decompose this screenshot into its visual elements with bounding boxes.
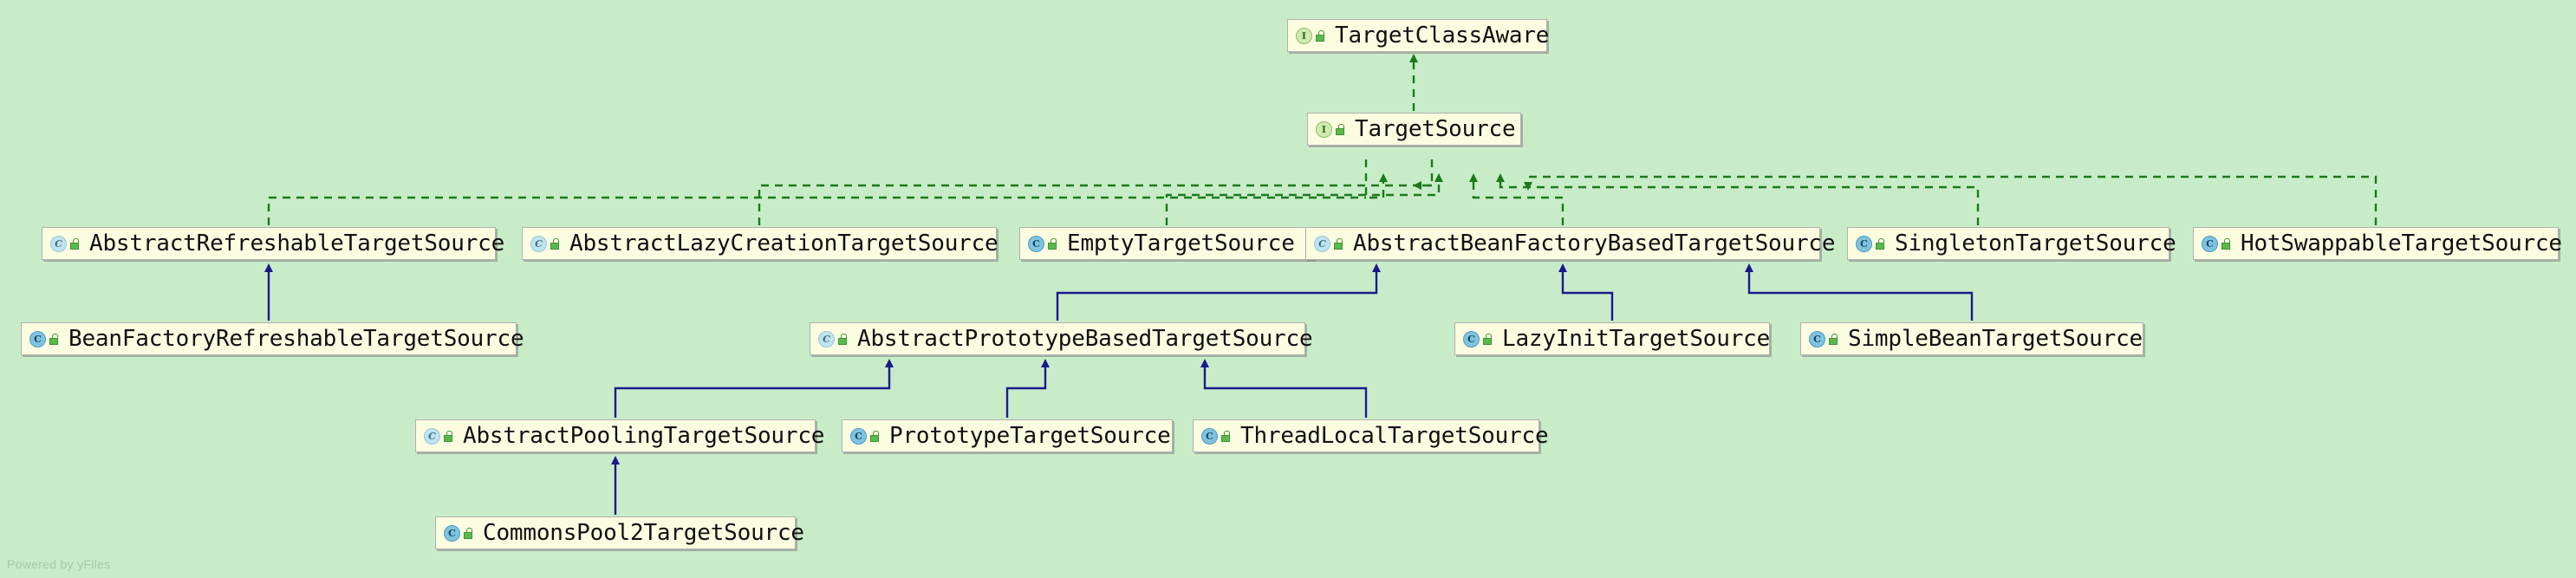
unlocked-public-icon	[869, 430, 880, 442]
class-type-icon-group: C	[1463, 330, 1493, 347]
class-type-icon-group: C	[444, 524, 473, 542]
uml-node-ThreadLocalTargetSource[interactable]: C ThreadLocalTargetSource	[1193, 419, 1549, 452]
uml-node-label: SimpleBeanTargetSource	[1848, 326, 2143, 352]
class-type-icon-group: C	[50, 235, 80, 252]
unlocked-public-icon	[1047, 237, 1057, 250]
unlocked-public-icon	[2221, 237, 2231, 250]
uml-node-TargetSource[interactable]: I TargetSource	[1307, 113, 1521, 146]
class-icon: C	[1028, 235, 1044, 252]
unlocked-public-icon	[837, 333, 848, 345]
class-type-icon-group: C	[1028, 235, 1057, 252]
edge-hotswappable-to-targetsource	[1524, 175, 2378, 225]
uml-node-label: LazyInitTargetSource	[1502, 326, 1771, 352]
unlocked-public-icon	[49, 333, 59, 345]
yfiles-watermark: Powered by yFiles	[7, 557, 111, 571]
class-icon: C	[1314, 235, 1330, 252]
edge-abstractbeanfactorybased-to-targetsource	[1469, 173, 1564, 225]
uml-node-label: BeanFactoryRefreshableTargetSource	[68, 326, 524, 352]
edge-prototype-to-abstractprototypebased	[1005, 359, 1050, 418]
class-icon: C	[444, 524, 460, 542]
uml-node-AbstractPoolingTargetSource[interactable]: C AbstractPoolingTargetSource	[415, 419, 824, 452]
uml-node-SingletonTargetSource[interactable]: C SingletonTargetSource	[1847, 227, 2176, 260]
uml-node-label: ThreadLocalTargetSource	[1240, 423, 1549, 449]
uml-node-label: TargetClassAware	[1335, 23, 1550, 49]
uml-node-label: AbstractLazyCreationTargetSource	[569, 231, 999, 257]
uml-node-HotSwappableTargetSource[interactable]: C HotSwappableTargetSource	[2193, 227, 2562, 260]
uml-node-AbstractRefreshableTargetSource[interactable]: C AbstractRefreshableTargetSource	[42, 227, 504, 260]
uml-node-label: AbstractPrototypeBasedTargetSource	[857, 326, 1313, 352]
uml-node-BeanFactoryRefreshableTargetSource[interactable]: C BeanFactoryRefreshableTargetSource	[21, 322, 524, 355]
uml-node-PrototypeTargetSource[interactable]: C PrototypeTargetSource	[842, 419, 1173, 452]
uml-node-label: EmptyTargetSource	[1067, 231, 1295, 257]
unlocked-public-icon	[443, 430, 453, 442]
uml-node-LazyInitTargetSource[interactable]: C LazyInitTargetSource	[1454, 322, 1770, 355]
unlocked-public-icon	[1335, 123, 1345, 135]
edge-abstractrefreshable-to-targetsource	[1364, 159, 1388, 199]
uml-node-label: TargetSource	[1355, 116, 1516, 142]
class-icon: C	[818, 330, 835, 347]
class-icon: C	[1809, 330, 1825, 347]
realization-edge-stubs	[267, 184, 1432, 225]
class-icon: C	[29, 330, 46, 347]
uml-node-label: PrototypeTargetSource	[889, 423, 1171, 449]
unlocked-public-icon	[1875, 237, 1885, 250]
uml-node-label: AbstractBeanFactoryBasedTargetSource	[1353, 231, 1836, 257]
class-type-icon-group: C	[1314, 235, 1343, 252]
class-type-icon-group: C	[29, 330, 59, 347]
interface-type-icon-group: I	[1296, 27, 1325, 44]
class-type-icon-group: C	[2202, 235, 2231, 252]
class-icon: C	[2202, 235, 2218, 252]
edge-threadlocal-to-abstractprototypebased	[1200, 359, 1368, 418]
unlocked-public-icon	[69, 237, 80, 250]
unlocked-public-icon	[1482, 333, 1493, 345]
class-icon: C	[1201, 427, 1218, 445]
uml-node-label: AbstractPoolingTargetSource	[463, 423, 825, 449]
unlocked-public-icon	[1828, 333, 1838, 345]
uml-node-EmptyTargetSource[interactable]: C EmptyTargetSource	[1019, 227, 1314, 260]
class-icon: C	[50, 235, 67, 252]
uml-node-CommonsPool2TargetSource[interactable]: C CommonsPool2TargetSource	[435, 516, 804, 549]
edge-singleton-to-targetsource	[1496, 173, 1980, 225]
class-icon: C	[1856, 235, 1872, 252]
class-type-icon-group: C	[530, 235, 560, 252]
uml-node-label: SingletonTargetSource	[1895, 231, 2176, 257]
class-icon: C	[530, 235, 547, 252]
interface-type-icon-group: I	[1316, 120, 1345, 138]
class-icon: C	[424, 427, 440, 445]
uml-node-label: AbstractRefreshableTargetSource	[89, 231, 505, 257]
edge-simplebean-to-abstractbeanfactorybased	[1745, 263, 1974, 321]
class-type-icon-group: C	[1856, 235, 1885, 252]
uml-node-AbstractPrototypeBasedTargetSource[interactable]: C AbstractPrototypeBasedTargetSource	[810, 322, 1313, 355]
edge-emptytargetsource-to-targetsource	[1165, 173, 1443, 225]
unlocked-public-icon	[1315, 29, 1325, 42]
uml-node-SimpleBeanTargetSource[interactable]: C SimpleBeanTargetSource	[1800, 322, 2143, 355]
edge-abstractlazycreation-to-targetsource	[1413, 159, 1434, 190]
interface-icon: I	[1296, 27, 1312, 44]
unlocked-public-icon	[463, 527, 473, 539]
interface-icon: I	[1316, 120, 1332, 138]
class-type-icon-group: C	[424, 427, 453, 445]
unlocked-public-icon	[1333, 237, 1343, 250]
unlocked-public-icon	[1220, 430, 1231, 442]
class-type-icon-group: C	[1809, 330, 1838, 347]
edge-abstractprototypebased-to-abstractbeanfactorybased	[1056, 263, 1381, 321]
class-type-icon-group: C	[1201, 427, 1231, 445]
uml-node-TargetClassAware[interactable]: I TargetClassAware	[1287, 19, 1550, 52]
class-type-icon-group: C	[818, 330, 848, 347]
class-icon: C	[1463, 330, 1480, 347]
edge-abstractpooling-to-abstractprototypebased	[614, 359, 894, 418]
uml-node-label: HotSwappableTargetSource	[2241, 231, 2562, 257]
uml-node-label: CommonsPool2TargetSource	[483, 520, 804, 546]
uml-node-AbstractLazyCreationTargetSource[interactable]: C AbstractLazyCreationTargetSource	[522, 227, 999, 260]
class-type-icon-group: C	[850, 427, 880, 445]
edge-lazyinit-to-abstractbeanfactorybased	[1558, 263, 1614, 321]
generalization-edges	[264, 263, 1974, 515]
class-icon: C	[850, 427, 867, 445]
uml-node-AbstractBeanFactoryBasedTargetSource[interactable]: C AbstractBeanFactoryBasedTargetSource	[1305, 227, 1836, 260]
unlocked-public-icon	[550, 237, 560, 250]
